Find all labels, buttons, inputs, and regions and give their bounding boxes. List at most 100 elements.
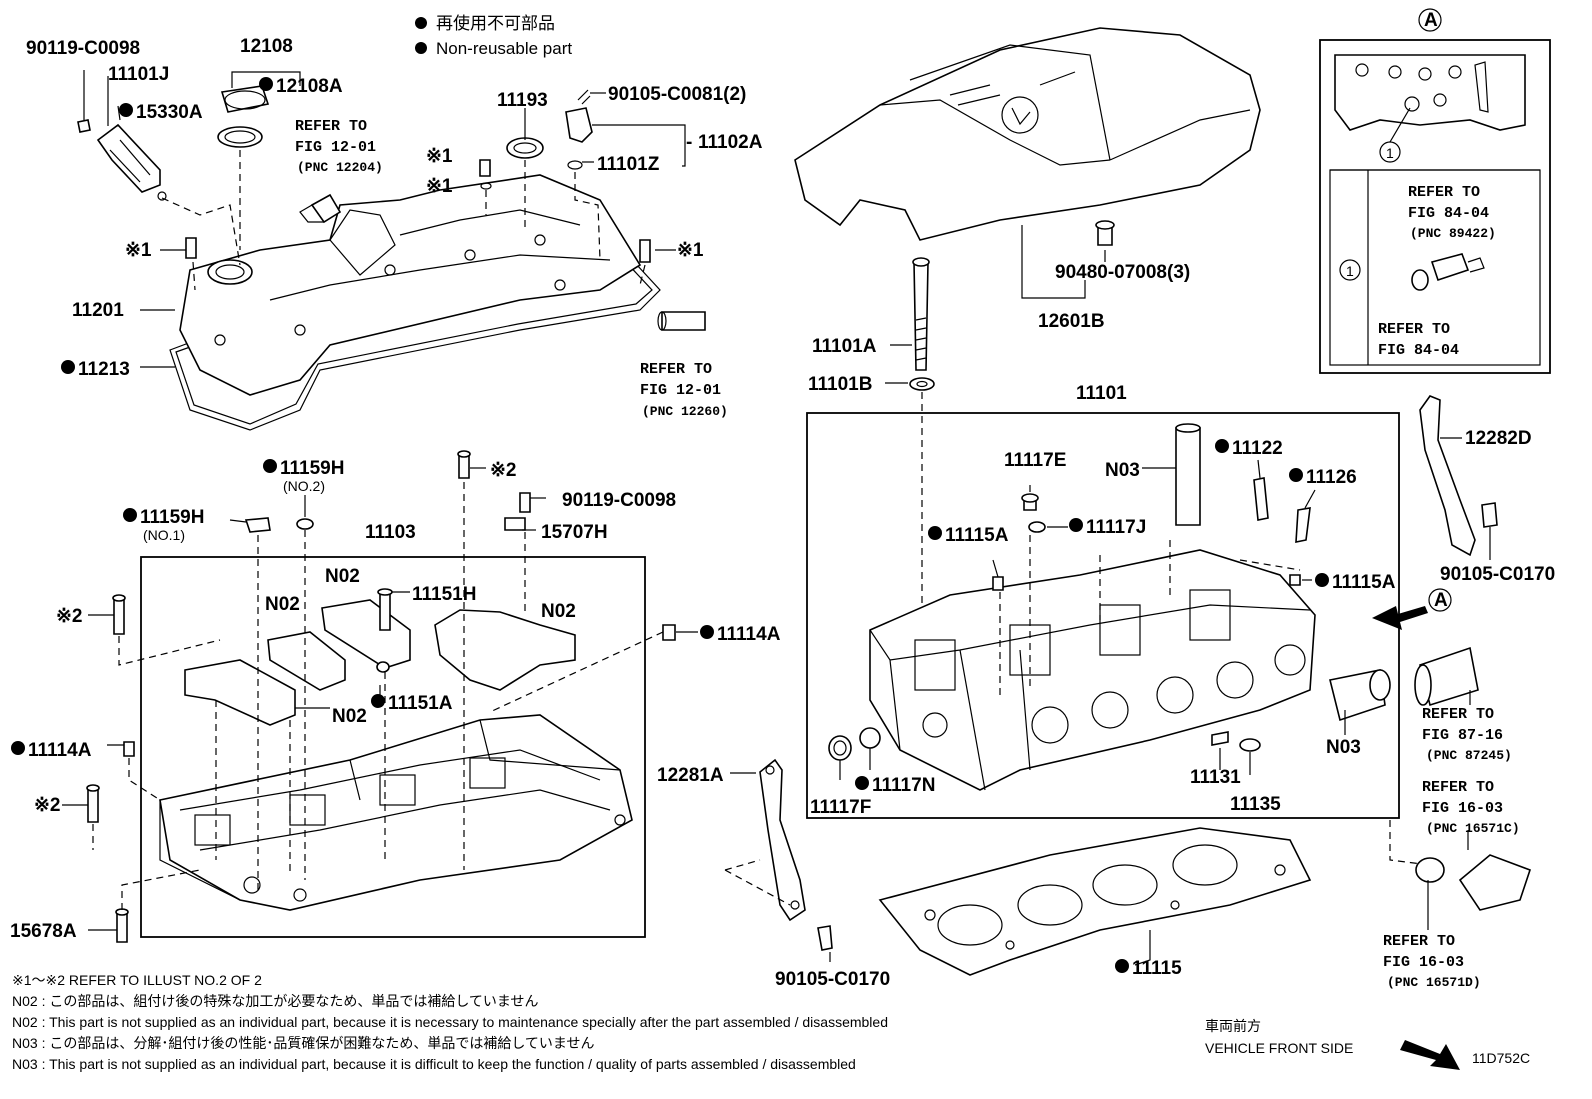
x1-marker: ※1	[426, 176, 453, 197]
non-reusable-dot-icon	[371, 694, 385, 708]
reference-text: FIG 84-04	[1408, 205, 1489, 222]
oil-pressure-switch-drawing	[1430, 253, 1470, 282]
non-reusable-dot-icon	[61, 360, 75, 374]
legend: 再使用不可部品 Non-reusable part	[415, 13, 572, 58]
inset-box	[1319, 39, 1551, 374]
head-bolt-drawing	[913, 261, 929, 371]
non-reusable-dot-icon	[928, 526, 942, 540]
engine-hanger-group	[724, 395, 1498, 962]
x2-marker: ※2	[56, 606, 83, 627]
cylinder-head-group	[806, 412, 1452, 819]
oil-filler-cap-drawing	[220, 85, 270, 113]
non-reusable-dot-icon	[263, 459, 277, 473]
part-number-label: 11117E	[1004, 450, 1066, 471]
front-side-en: VEHICLE FRONT SIDE	[1205, 1040, 1353, 1056]
diagram-code: 11D752C	[1472, 1050, 1530, 1066]
cylinder-head-cover-drawing	[179, 174, 642, 396]
part-number-label: 90119-C0098	[26, 38, 140, 59]
part-number-label: 90105-C0081(2)	[608, 84, 746, 105]
reference-text: REFER TO	[1383, 933, 1455, 950]
filler-cap-gasket-drawing	[217, 126, 263, 148]
marker-a-label: A	[1434, 590, 1448, 611]
inset-head-view-drawing	[1334, 54, 1526, 131]
part-number-label: 11115A	[945, 525, 1009, 546]
engine-hanger-rear-drawing	[1419, 395, 1476, 557]
non-reusable-dot-icon	[1289, 468, 1303, 482]
camshaft-cap-drawing	[184, 659, 296, 726]
part-number-label: 11101A	[812, 336, 877, 357]
reference-text: FIG 16-03	[1422, 800, 1503, 817]
reference-text: (PNC 12260)	[642, 404, 728, 419]
plug-drawing	[828, 735, 852, 761]
non-reusable-dot-icon	[259, 77, 273, 91]
cylinder-head-leaders	[839, 459, 1346, 780]
engine-cover-group	[794, 27, 1261, 299]
cylinder-head-drawing	[869, 549, 1316, 791]
n02-label: N02	[332, 706, 367, 727]
reference-text: FIG 12-01	[295, 139, 376, 156]
engine-hanger-front-drawing	[759, 758, 806, 922]
part-number-label: 11213	[78, 359, 130, 380]
part-number-label: 15330A	[136, 102, 203, 123]
part-number-label: 11114A	[28, 740, 92, 761]
cam-position-sensor-drawing	[565, 107, 593, 143]
n03-label: N03	[1326, 737, 1361, 758]
part-number-label: 11151H	[412, 584, 476, 605]
engine-cover-drawing	[794, 27, 1261, 241]
head-gasket-group	[878, 827, 1312, 976]
part-sub-label: (NO.1)	[143, 527, 185, 543]
footnote-4: N03 : この部品は、分解･組付け後の性能･品質確保が困難なため、単品では補給…	[12, 1035, 595, 1051]
part-number-label: 11115A	[1332, 572, 1396, 593]
seal-ring-drawing	[506, 137, 544, 159]
marker-1-label: 1	[1346, 263, 1354, 279]
part-number-label: 15678A	[10, 921, 77, 942]
part-number-label: 12108	[240, 36, 293, 57]
svg-text:-: -	[686, 132, 692, 153]
inset-view-a	[1319, 8, 1551, 374]
part-number-label: 11131	[1190, 767, 1241, 788]
head-bolt-group	[885, 257, 935, 720]
reference-text: FIG 84-04	[1378, 342, 1459, 359]
legend-en: Non-reusable part	[436, 39, 572, 58]
vehicle-front-arrow-icon	[1400, 1040, 1460, 1070]
part-number-label: 90119-C0098	[562, 490, 676, 511]
non-reusable-dot-icon	[700, 625, 714, 639]
part-number-label: 11114A	[717, 624, 781, 645]
part-number-label: 11151A	[388, 693, 453, 714]
x1-marker: ※1	[426, 146, 453, 167]
front-side-jp: 車両前方	[1205, 1018, 1261, 1034]
non-reusable-dot-icon	[855, 776, 869, 790]
hose-drawing	[1458, 854, 1532, 911]
x2-marker: ※2	[34, 795, 61, 816]
reference-text: REFER TO	[295, 118, 367, 135]
part-number-label: 90480-07008(3)	[1055, 262, 1190, 283]
part-number-label: 11117N	[872, 775, 935, 796]
view-arrow-icon	[1372, 606, 1428, 630]
marker-a-label: A	[1424, 10, 1438, 31]
camshaft-housing-group	[86, 450, 676, 943]
reference-text: REFER TO	[640, 361, 712, 378]
part-number-label: 11159H	[280, 458, 344, 479]
hose-clamp-drawing	[1415, 857, 1445, 883]
non-reusable-dot-icon	[1215, 439, 1229, 453]
legend-jp: 再使用不可部品	[436, 13, 555, 33]
part-number-label: 90105-C0170	[1440, 564, 1555, 585]
part-number-label: 11193	[497, 90, 548, 111]
marker-a-circle	[1428, 588, 1452, 612]
non-reusable-dot-icon	[1315, 573, 1329, 587]
oil-control-valve-drawing	[96, 123, 161, 193]
footnote-2: N02 : この部品は、組付け後の特殊な加工が必要なため、単品では補給していませ…	[12, 993, 539, 1009]
part-labels: 90119-C0098 11101J 15330A 12108 12108A R…	[10, 10, 1555, 990]
non-reusable-dot-icon	[1115, 959, 1129, 973]
part-number-label: 12281A	[657, 765, 724, 786]
reference-text: (PNC 87245)	[1426, 748, 1512, 763]
part-number-label: 11101J	[108, 64, 169, 85]
part-number-label: 11122	[1232, 438, 1283, 459]
head-gasket-drawing	[878, 827, 1312, 976]
tube-drawing	[1175, 427, 1201, 526]
cylinder-head-cover-group	[77, 70, 706, 431]
non-reusable-dot-icon	[415, 42, 427, 54]
part-number-label: 11101Z	[597, 154, 660, 175]
head-bolt-washer-drawing	[909, 377, 935, 391]
